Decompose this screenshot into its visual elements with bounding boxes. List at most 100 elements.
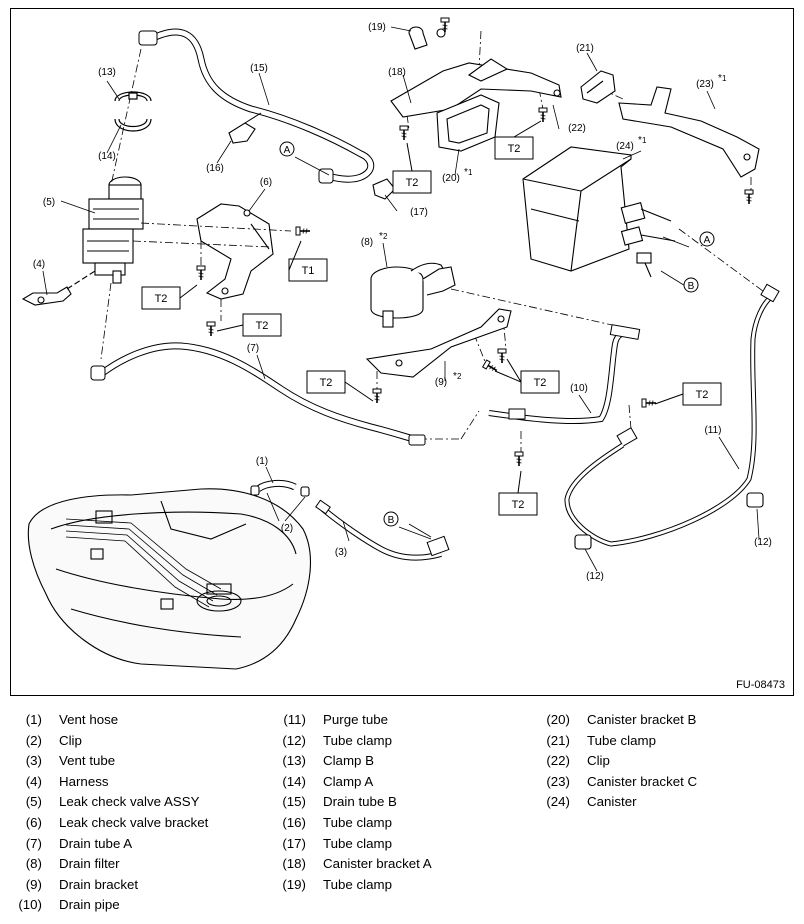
legend-item-name: Harness bbox=[59, 773, 109, 789]
callout-14: (14) bbox=[98, 151, 116, 162]
tube-clamp-16 bbox=[228, 112, 262, 144]
legend-item-number: (15) bbox=[282, 794, 306, 810]
legend-item-number: (24) bbox=[546, 794, 570, 810]
torque-boxes bbox=[141, 120, 722, 516]
callout-10: (10) bbox=[570, 383, 588, 394]
callout-13: (13) bbox=[98, 67, 116, 78]
canister-bracket-a bbox=[390, 58, 562, 118]
callout-9-note: 2 bbox=[457, 372, 462, 381]
legend-item-number: (23) bbox=[546, 773, 570, 789]
legend-item-number: (16) bbox=[282, 814, 306, 830]
legend-item-number: (2) bbox=[25, 732, 42, 748]
leak-check-valve-bracket bbox=[196, 203, 274, 300]
tube-clamp-12 bbox=[574, 492, 764, 550]
parts-legend: (1)Vent hose(2)Clip(3)Vent tube(4)Harnes… bbox=[0, 708, 804, 924]
callout-8: (8) bbox=[361, 237, 373, 248]
fuel-tank bbox=[27, 488, 312, 670]
torque-label: T2 bbox=[406, 177, 419, 189]
callout-4: (4) bbox=[33, 259, 45, 270]
legend-item-name: Leak check valve ASSY bbox=[59, 794, 200, 810]
diagram-frame: T2 T1 T2 T2 T2 T2 T2 T2 T2 A A B B (1) (… bbox=[10, 8, 794, 696]
legend-item-name: Tube clamp bbox=[323, 814, 392, 830]
callout-22: (22) bbox=[568, 123, 586, 134]
callout-24: (24) bbox=[616, 141, 634, 152]
legend-item-name: Clamp B bbox=[323, 753, 374, 769]
legend-item-number: (9) bbox=[25, 876, 42, 892]
callout-7: (7) bbox=[247, 343, 259, 354]
legend-item-name: Clip bbox=[587, 753, 610, 769]
ref-b-label: B bbox=[688, 281, 695, 292]
callout-16: (16) bbox=[206, 163, 224, 174]
tube-clamp-21 bbox=[580, 70, 616, 104]
callout-1: (1) bbox=[256, 456, 268, 467]
legend-item-number: (17) bbox=[282, 835, 306, 851]
legend-item-number: (10) bbox=[18, 897, 42, 913]
legend-item-number: (21) bbox=[546, 732, 570, 748]
ref-a-label: A bbox=[284, 145, 291, 156]
callout-18: (18) bbox=[388, 67, 406, 78]
legend-item-name: Clip bbox=[59, 732, 82, 748]
drain-pipe bbox=[488, 324, 641, 447]
legend-item-number: (22) bbox=[546, 753, 570, 769]
callout-12: (12) bbox=[586, 571, 604, 582]
legend-item-name: Tube clamp bbox=[587, 732, 656, 748]
ref-b-label: B bbox=[388, 515, 395, 526]
legend-item-number: (8) bbox=[25, 856, 42, 872]
torque-label: T2 bbox=[155, 293, 168, 305]
callout-2: (2) bbox=[281, 523, 293, 534]
exploded-view-diagram: T2 T1 T2 T2 T2 T2 T2 T2 T2 A A B B (1) (… bbox=[21, 17, 780, 670]
tube-clamp-17 bbox=[372, 178, 396, 200]
callout-20-star: * bbox=[464, 167, 468, 178]
drain-tube-b bbox=[138, 28, 375, 184]
callout-15: (15) bbox=[250, 63, 268, 74]
leak-check-valve bbox=[82, 176, 144, 284]
reference-letters: A A B B bbox=[284, 145, 711, 526]
legend-item-name: Drain tube B bbox=[323, 794, 397, 810]
legend-item-name: Canister bracket C bbox=[587, 773, 698, 789]
callout-5: (5) bbox=[43, 197, 55, 208]
legend-item-name: Vent tube bbox=[59, 753, 116, 769]
drain-bracket bbox=[365, 308, 512, 378]
callout-11: (11) bbox=[704, 425, 721, 436]
legend-item-name: Clamp A bbox=[323, 773, 374, 789]
torque-labels: T2 T1 T2 T2 T2 T2 T2 T2 T2 bbox=[155, 143, 709, 511]
legend-item-number: (3) bbox=[25, 753, 42, 769]
legend-item-number: (13) bbox=[282, 753, 306, 769]
clamp-b-and-a bbox=[114, 91, 152, 132]
torque-label: T2 bbox=[256, 320, 269, 332]
torque-label: T2 bbox=[696, 389, 709, 401]
legend-item-number: (20) bbox=[546, 712, 570, 727]
leader-lines bbox=[42, 26, 760, 572]
purge-tube bbox=[564, 283, 780, 547]
legend-item-number: (14) bbox=[282, 773, 306, 789]
legend-item-name: Tube clamp bbox=[323, 876, 392, 892]
tube-clamp-19 bbox=[408, 26, 446, 50]
callout-9-star: * bbox=[453, 371, 457, 382]
legend-item-number: (18) bbox=[282, 856, 306, 872]
legend-item-number: (12) bbox=[282, 732, 306, 748]
callout-23-note: 1 bbox=[722, 74, 727, 83]
legend-item-name: Drain tube A bbox=[59, 835, 133, 851]
torque-label: T2 bbox=[508, 143, 521, 155]
legend-item-name: Drain bracket bbox=[59, 876, 139, 892]
vent-tube bbox=[315, 499, 450, 561]
legend-item-name: Drain pipe bbox=[59, 897, 120, 913]
callout-9: (9) bbox=[435, 377, 447, 388]
canister-bracket-c bbox=[618, 86, 760, 178]
legend-item-number: (5) bbox=[25, 794, 42, 810]
legend-item-name: Tube clamp bbox=[323, 835, 392, 851]
legend-item-name: Drain filter bbox=[59, 856, 120, 872]
ref-a-label: A bbox=[704, 235, 711, 246]
callout-21: (21) bbox=[576, 43, 594, 54]
legend-item-name: Canister bracket B bbox=[587, 712, 697, 727]
callout-6: (6) bbox=[260, 177, 272, 188]
legend-item-number: (11) bbox=[283, 712, 306, 727]
callout-19: (19) bbox=[368, 22, 386, 33]
torque-label: T2 bbox=[534, 377, 547, 389]
legend-item-name: Canister bbox=[587, 794, 637, 810]
alignment-lines bbox=[100, 30, 768, 455]
legend-item-number: (7) bbox=[25, 835, 42, 851]
torque-label: T2 bbox=[512, 499, 525, 511]
callout-24-star: * bbox=[638, 135, 642, 146]
callout-20: (20) bbox=[442, 173, 460, 184]
